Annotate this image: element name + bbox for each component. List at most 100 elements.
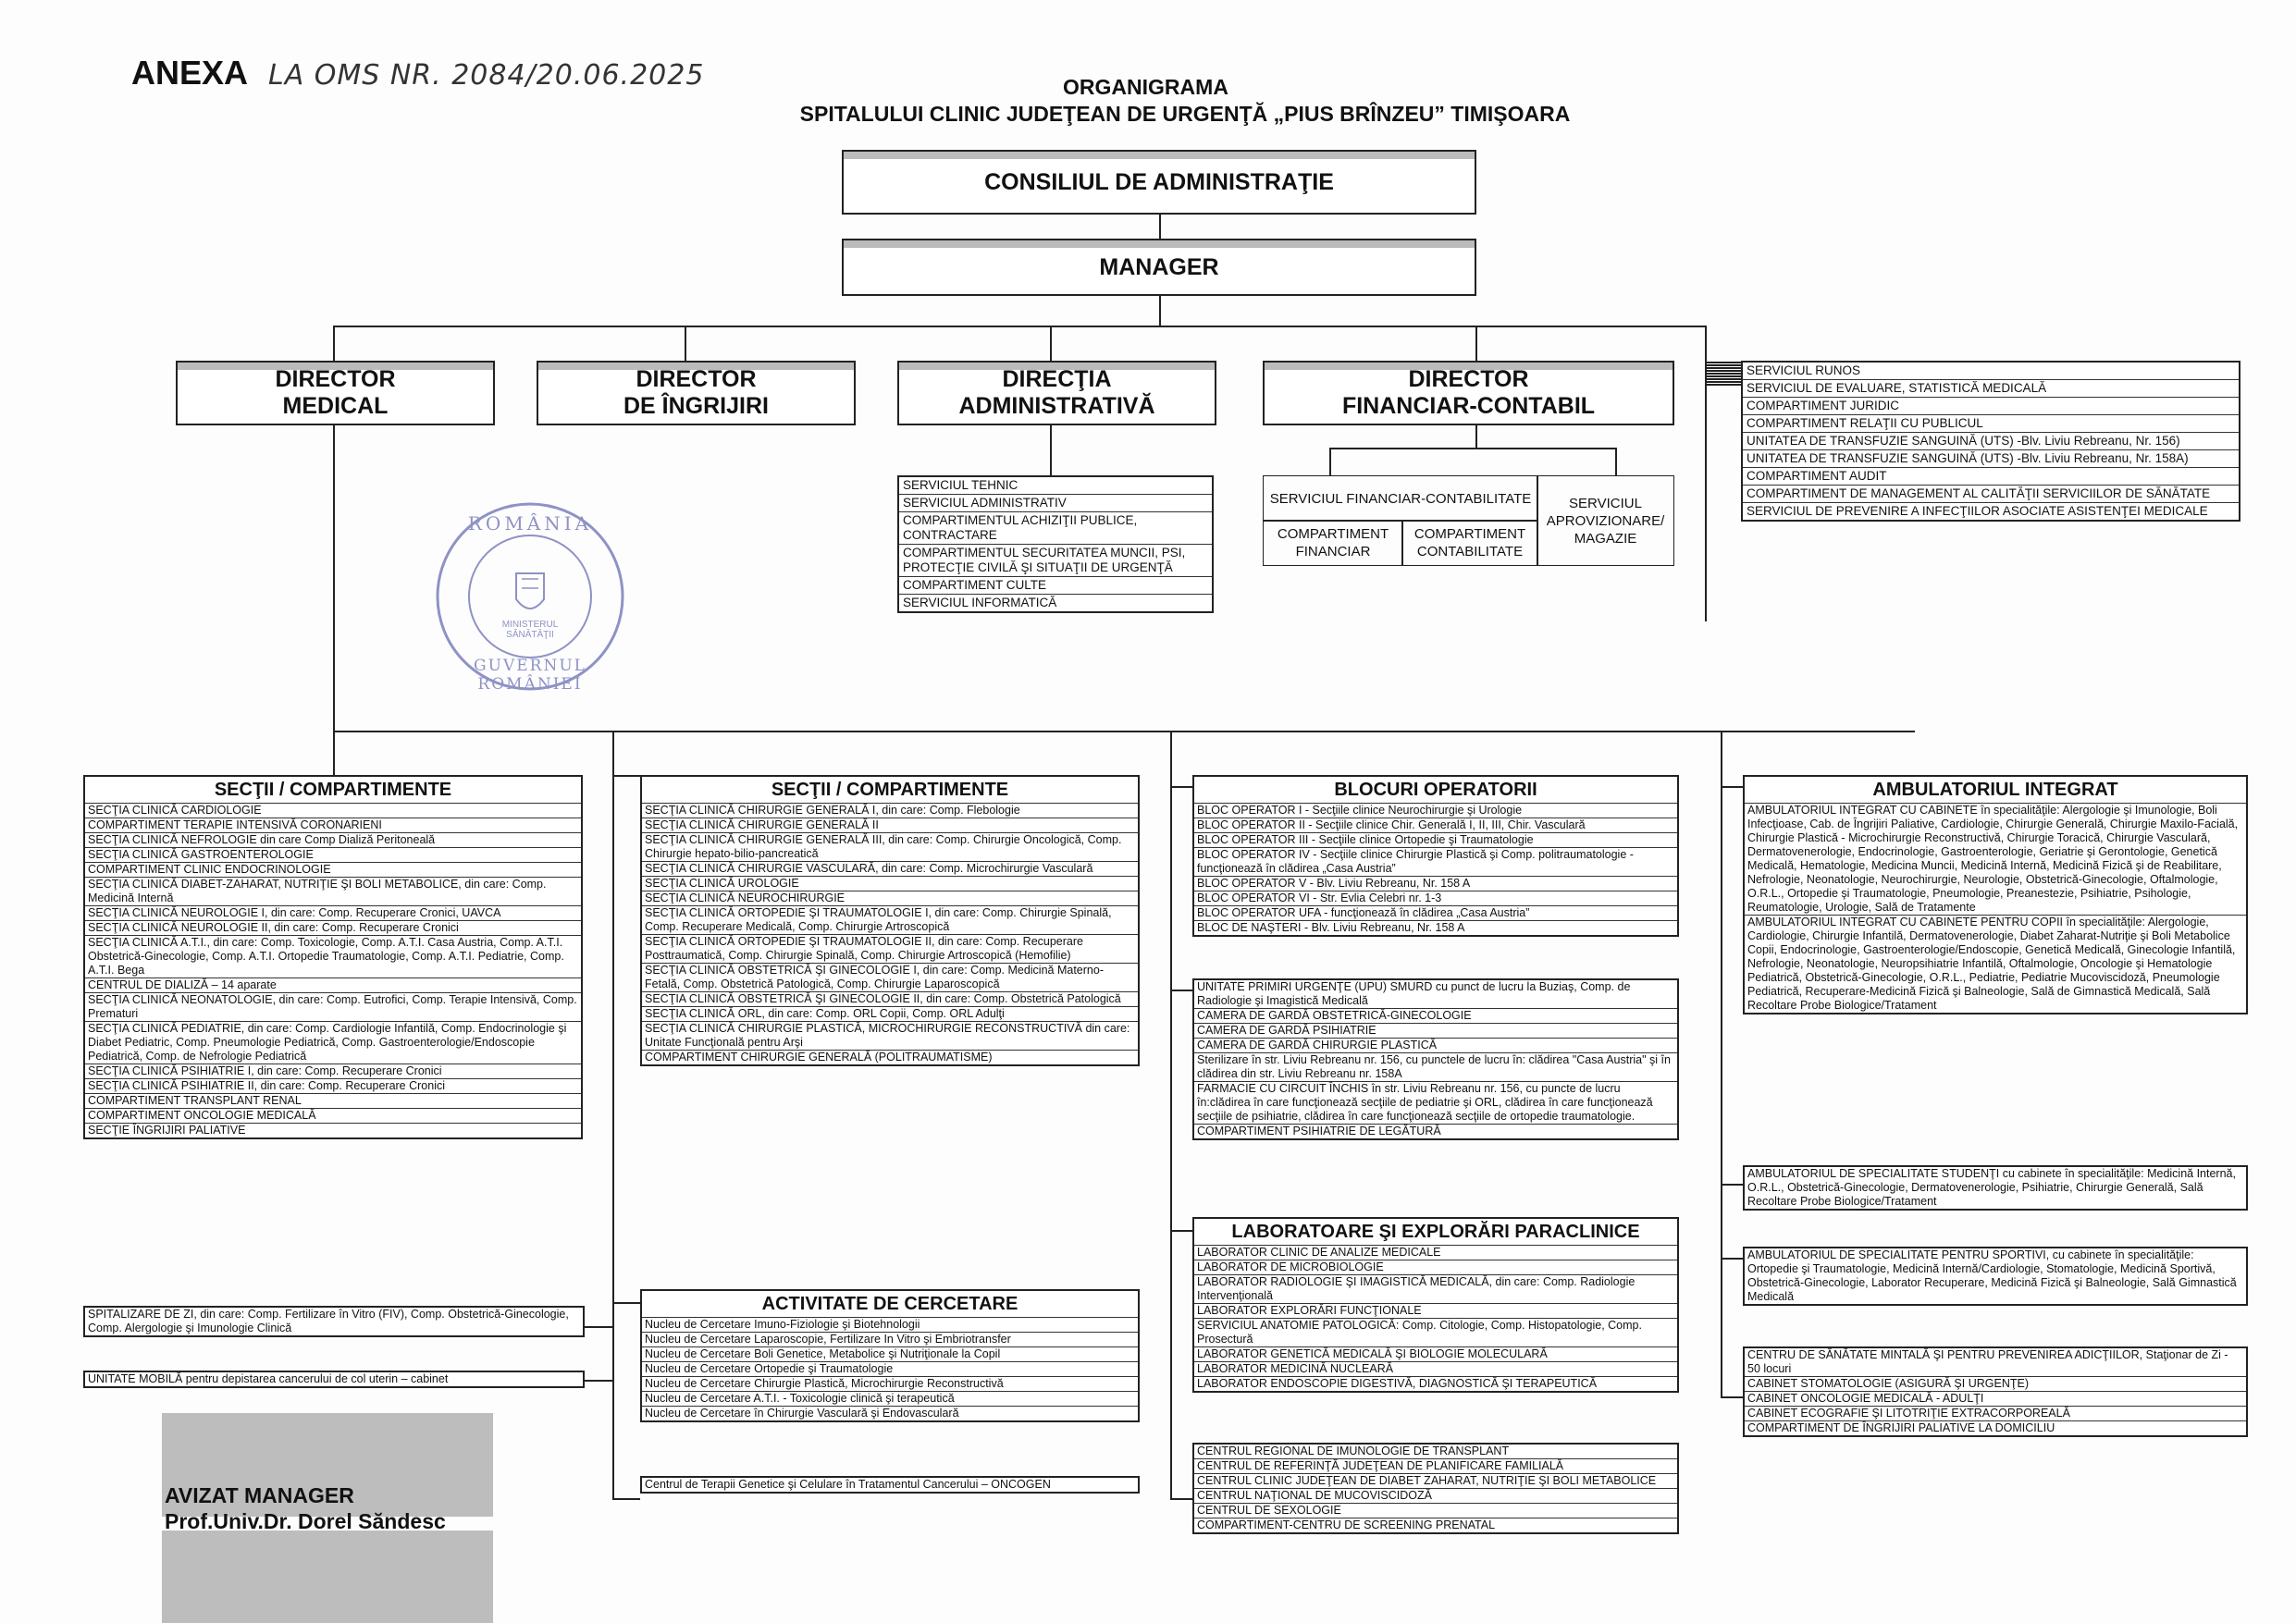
connector [1705,375,1741,377]
cabinet-item: CENTRU DE SĂNĂTATE MINTALĂ ŞI PENTRU PRE… [1747,1348,2228,1375]
mobile-unit-text: UNITATE MOBILĂ pentru depistarea canceru… [88,1372,449,1385]
connector [1615,448,1617,475]
ambulatory-list: AMBULATORIUL INTEGRAT AMBULATORIUL INTEGR… [1743,775,2248,1014]
manager-service-item: COMPARTIMENT AUDIT [1743,467,2239,485]
annex-label: ANEXA [131,54,249,92]
emergency-item: Sterilizare în str. Liviu Rebreanu nr. 1… [1194,1052,1677,1081]
emergency-item: CAMERA DE GARDĂ PSIHIATRIE [1194,1023,1677,1038]
research-item: Nucleu de Cercetare Ortopedie şi Traumat… [642,1361,1138,1376]
manager-service-item: COMPARTIMENT RELAŢII CU PUBLICUL [1743,414,2239,432]
lab-item: LABORATOR MEDICINĂ NUCLEARĂ [1194,1361,1677,1376]
research-item: Nucleu de Cercetare în Chirurgie Vascula… [642,1406,1138,1420]
section-item: CENTRUL DE DIALIZĂ – 14 aparate [85,977,581,992]
lab-item: LABORATOR RADIOLOGIE ŞI IMAGISTICĂ MEDIC… [1194,1274,1677,1303]
section-item: SECŢIA CLINICĂ OBSTETRICĂ ŞI GINECOLOGIE… [642,963,1138,991]
section-item: SECŢIA CLINICĂ NEUROLOGIE I, din care: C… [85,905,581,920]
connector [1705,372,1741,375]
connector [1705,326,1707,621]
research-item: Nucleu de Cercetare Imuno-Fiziologie şi … [642,1317,1138,1332]
admin-service-item: COMPARTIMENTUL ACHIZIŢII PUBLICE, CONTRA… [899,511,1212,544]
section-item: SECŢIA CLINICĂ CHIRURGIE VASCULARĂ, din … [642,861,1138,876]
connector [612,1302,640,1304]
section-item: SECŢIA CLINICĂ UROLOGIE [642,876,1138,891]
oncogen-box: Centrul de Terapii Genetice şi Celulare … [640,1476,1140,1494]
section-item: SECŢIA CLINICĂ CHIRURGIE GENERALĂ II [642,818,1138,832]
directors-bus [333,326,1707,327]
connector [1705,362,1741,363]
stamp-text-top: ROMÂNIA [467,512,593,535]
chart-title: ORGANIGRAMA SPITALULUI CLINIC JUDEŢEAN D… [0,74,2296,128]
procurement-warehouse-service: SERVICIUL APROVIZIONARE/ MAGAZIE [1537,475,1674,566]
connector [1705,369,1741,372]
research-item: Nucleu de Cercetare Laparoscopie, Fertil… [642,1332,1138,1346]
connector [1705,380,1741,383]
connector [1705,377,1741,380]
section-item: SECŢIA CLINICĂ PEDIATRIE, din care: Comp… [85,1021,581,1064]
admin-service-item: SERVICIUL INFORMATICĂ [899,594,1212,611]
manager-service-item: COMPARTIMENT JURIDIC [1743,397,2239,414]
accounting-compartment: COMPARTIMENT CONTABILITATE [1401,520,1538,566]
operating-block-item: BLOC OPERATOR I - Secţiile clinice Neuro… [1194,803,1677,818]
connector [1050,326,1052,363]
section-item: SECŢIA CLINICĂ NEFROLOGIE din care Comp … [85,832,581,847]
manager-box: MANAGER [842,239,1476,296]
emergency-list: UNITATE PRIMIRI URGENŢE (UPU) SMURD cu p… [1192,978,1679,1140]
research-item: Nucleu de Cercetare Chirurgie Plastică, … [642,1376,1138,1391]
manager-service-item: UNITATEA DE TRANSFUZIE SANGUINĂ (UTS) -B… [1743,432,2239,449]
operating-block-item: BLOC OPERATOR IV - Secţiile clinice Chir… [1194,847,1677,876]
connector [585,1326,614,1328]
center-item: CENTRUL CLINIC JUDEŢEAN DE DIABET ZAHARA… [1194,1473,1677,1488]
section-item: SECŢIA CLINICĂ CHIRURGIE PLASTICĂ, MICRO… [642,1021,1138,1050]
centers-list: CENTRUL REGIONAL DE IMUNOLOGIE DE TRANSP… [1192,1443,1679,1534]
emergency-item: COMPARTIMENT PSIHIATRIE DE LEGĂTURĂ [1194,1124,1677,1138]
emergency-item: FARMACIE CU CIRCUIT ÎNCHIS în str. Liviu… [1194,1081,1677,1124]
manager-service-item: COMPARTIMENT DE MANAGEMENT AL CALITĂŢII … [1743,485,2239,502]
list-header: AMBULATORIUL INTEGRAT [1872,780,2118,800]
section-item: SECŢIA CLINICĂ DIABET-ZAHARAT, NUTRIŢIE … [85,877,581,905]
connector [1159,296,1161,327]
approval-name: Prof.Univ.Dr. Dorel Săndesc [165,1509,446,1533]
cabinet-item: COMPARTIMENT DE ÎNGRIJIRI PALIATIVE LA D… [1745,1420,2246,1435]
connector [1475,425,1477,449]
lab-item: LABORATOR GENETICĂ MEDICALĂ ŞI BIOLOGIE … [1194,1346,1677,1361]
admin-service-item: COMPARTIMENTUL SECURITATEA MUNCII, PSI, … [899,544,1212,576]
day-hospitalization-text: SPITALIZARE DE ZI, din care: Comp. Ferti… [88,1308,569,1334]
ambulatory-students-text: AMBULATORIUL DE SPECIALITATE STUDENŢI cu… [1747,1167,2236,1208]
ambulatory-item: AMBULATORIUL INTEGRAT CU CABINETE în spe… [1745,803,2246,915]
connector [1705,383,1741,386]
connector [1170,786,1192,788]
section-item: SECŢIA CLINICĂ PSIHIATRIE II, din care: … [85,1078,581,1093]
oncogen-text: Centrul de Terapii Genetice şi Celulare … [645,1478,1051,1491]
connector [1170,731,1172,1498]
connector [685,326,686,363]
center-item: CENTRUL REGIONAL DE IMUNOLOGIE DE TRANSP… [1197,1445,1510,1457]
cabinet-item: CABINET ECOGRAFIE ŞI LITOTRIŢIE EXTRACOR… [1745,1406,2246,1420]
connector [333,326,335,363]
connector [1170,990,1192,991]
section-item: COMPARTIMENT CHIRURGIE GENERALĂ (POLITRA… [642,1050,1138,1064]
connector [1721,1396,1743,1398]
section-item: SECŢIA CLINICĂ OBSTETRICĂ ŞI GINECOLOGIE… [642,991,1138,1006]
section-item: SECŢIE ÎNGRIJIRI PALIATIVE [85,1123,581,1137]
stamp-text-bottom: GUVERNUL ROMÂNIEI [474,657,586,694]
board-of-directors-box: CONSILIUL DE ADMINISTRAŢIE [842,150,1476,215]
connector [1705,366,1741,369]
admin-service-item: COMPARTIMENT CULTE [899,576,1212,594]
ambulatory-item: AMBULATORIUL INTEGRAT CU CABINETE PENTRU… [1745,915,2246,1013]
finance-services-group: SERVICIUL FINANCIAR-CONTABILITATE COMPAR… [1263,475,1674,566]
operating-block-item: BLOC OPERATOR II - Secţiile clinice Chir… [1194,818,1677,832]
emergency-item: UNITATE PRIMIRI URGENŢE (UPU) SMURD cu p… [1197,980,1631,1007]
manager-service-item: SERVICIUL DE EVALUARE, STATISTICĂ MEDICA… [1743,379,2239,397]
center-item: COMPARTIMENT-CENTRU DE SCREENING PRENATA… [1194,1518,1677,1532]
lab-item: LABORATOR DE MICROBIOLOGIE [1194,1260,1677,1274]
finance-bus [1329,448,1616,449]
connector [1329,448,1331,475]
connector [1170,1230,1192,1232]
